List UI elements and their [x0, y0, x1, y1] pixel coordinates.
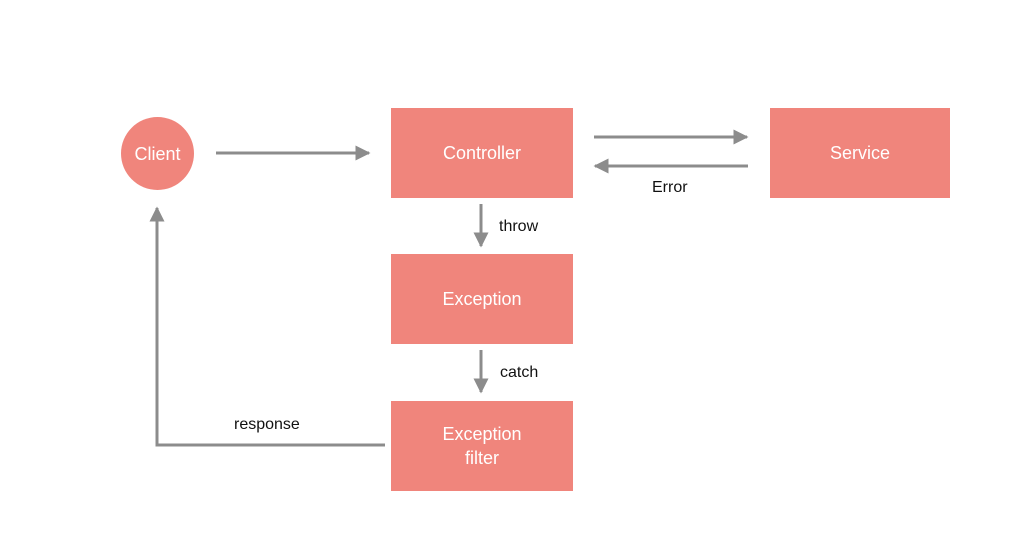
node-client: Client [121, 117, 194, 190]
node-service: Service [770, 108, 950, 198]
node-controller: Controller [391, 108, 573, 198]
node-exception: Exception [391, 254, 573, 344]
edge-label-throw: throw [499, 218, 539, 235]
edge-label-error: Error [652, 179, 688, 196]
node-exception-filter-label: Exception filter [442, 424, 522, 468]
node-exception-label: Exception [442, 289, 522, 309]
edge-label-response: response [234, 416, 300, 433]
arrow-filter-to-client [149, 206, 385, 447]
edge-label-catch: catch [500, 364, 539, 381]
node-exception-filter: Exception filter [391, 401, 573, 491]
node-service-label: Service [829, 143, 891, 163]
node-client-label: Client [134, 143, 181, 164]
node-controller-label: Controller [442, 143, 522, 163]
